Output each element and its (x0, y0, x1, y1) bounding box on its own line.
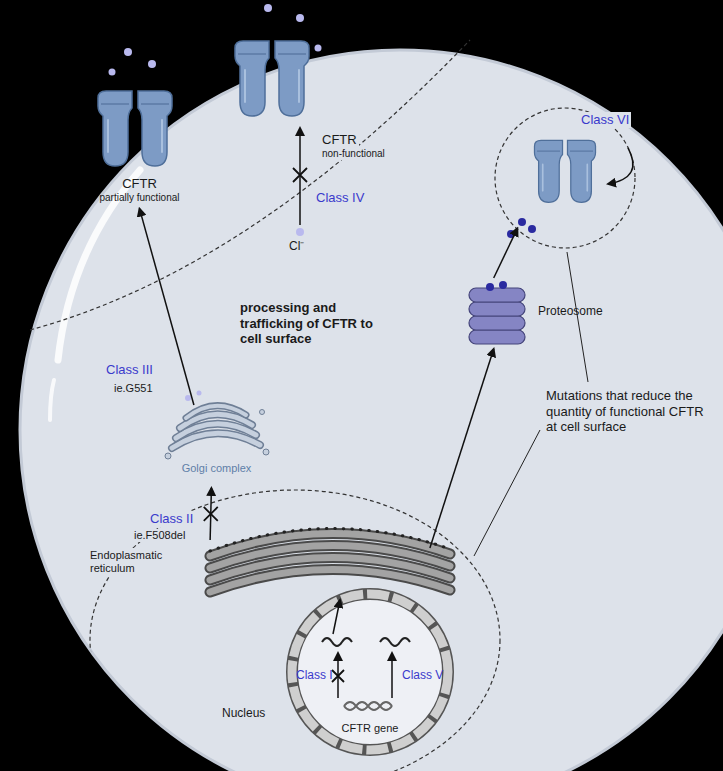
annotation-note: Mutations that reduce the quantity of fu… (546, 388, 706, 435)
node-text: CFTR (68, 176, 211, 192)
class-vi-region: Class VI (495, 108, 635, 248)
class-label: Class V (402, 668, 443, 682)
block-cross (204, 507, 218, 521)
node-text: non-functional (320, 148, 387, 160)
part-label: Nucleus (222, 706, 265, 720)
node-text: partially functional (68, 192, 211, 204)
cftr-channel-nonfunctional: CFTRnon-functional (228, 32, 390, 160)
pathway-arrow (430, 349, 494, 548)
node-text: Class VI (579, 112, 631, 128)
node-text: CFTR gene (292, 722, 448, 735)
class-label: Class III (106, 362, 153, 378)
example-mutation: ie.F508del (132, 529, 187, 542)
ion-label: Cl⁻ (289, 239, 304, 253)
example-mutation: ie.G551 (114, 382, 153, 395)
node-text: Golgi complex (160, 462, 273, 475)
class-label: Class II (148, 511, 195, 527)
node-text: Endoplasmatic reticulum (88, 548, 176, 576)
class-label: Class I (296, 668, 333, 682)
proteosome: Proteosome (462, 280, 606, 346)
golgi-complex: Golgi complex (160, 405, 273, 485)
node-text: Proteosome (538, 304, 606, 318)
cftr-channel-partial: CFTRpartially functional (68, 80, 211, 204)
class-label: Class IV (316, 190, 364, 206)
process-note: processing and trafficking of CFTR to ce… (240, 300, 385, 347)
node-text: CFTR (320, 132, 359, 148)
pathway-arrow (494, 228, 518, 278)
